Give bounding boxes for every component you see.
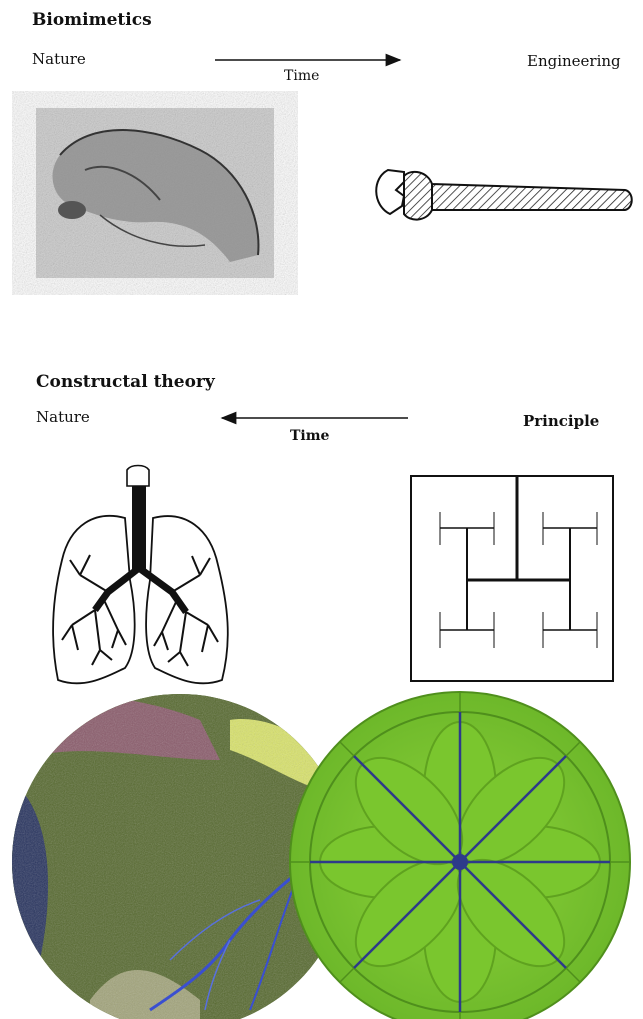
constructal-time-label: Time: [290, 428, 329, 444]
h-tree-construct: [411, 476, 613, 681]
animal-sketch: [36, 108, 274, 278]
green-tree-network-disc: [290, 692, 630, 1019]
lungs-illustration: [53, 466, 228, 684]
constructal-nature-label: Nature: [36, 408, 90, 426]
wrench-icon: [376, 170, 632, 220]
constructal-title: Constructal theory: [36, 372, 215, 392]
constructal-principle-label: Principle: [523, 412, 599, 430]
